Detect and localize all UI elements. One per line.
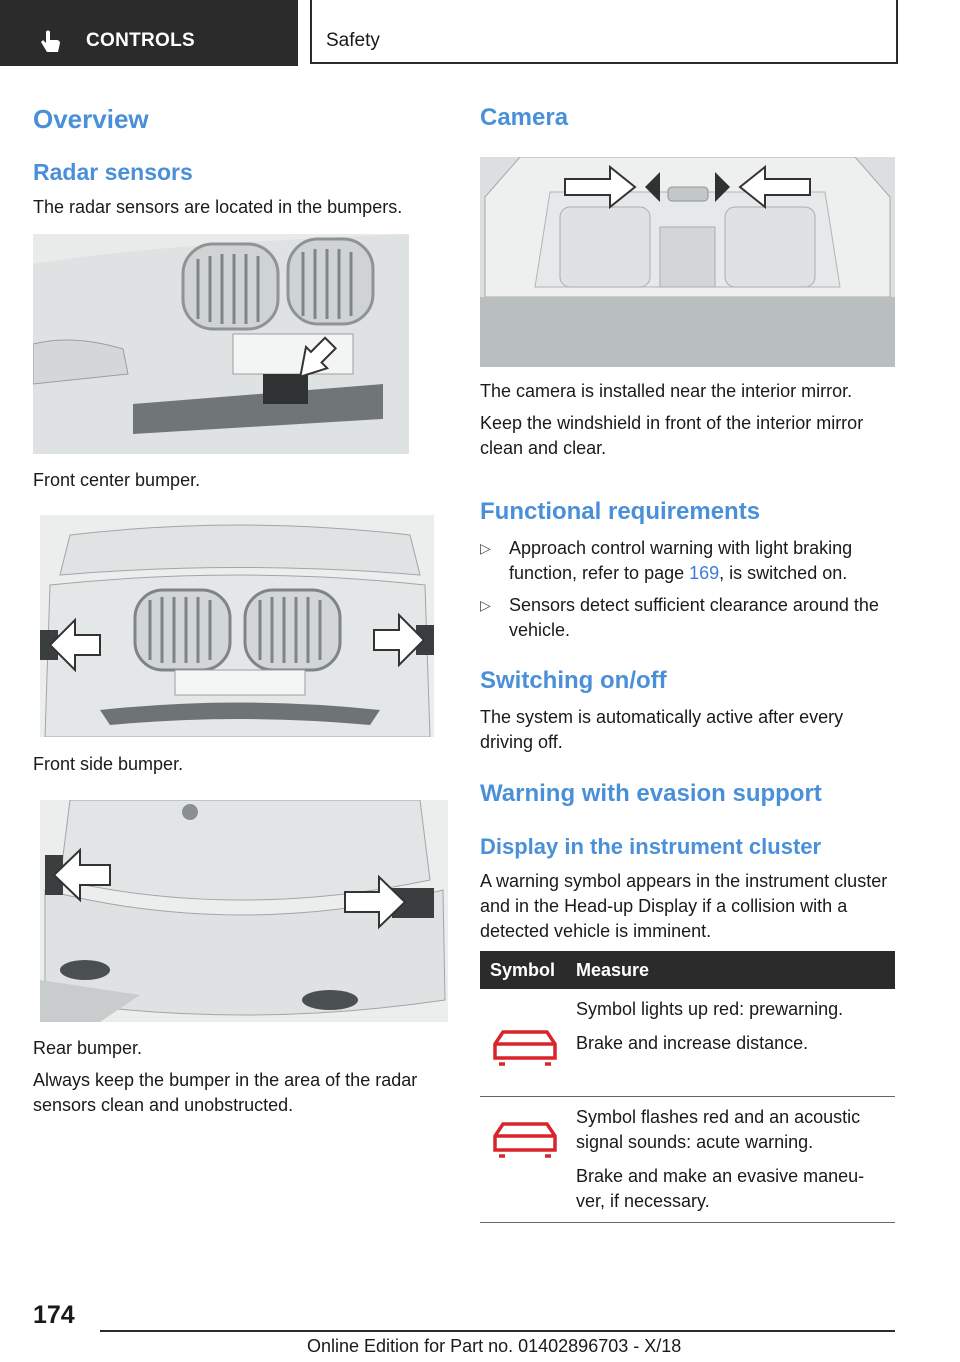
car-warning-icon bbox=[493, 1030, 557, 1066]
col-symbol-header: Symbol bbox=[490, 959, 556, 980]
caption-rear: Rear bumper. bbox=[33, 1038, 143, 1058]
radar-intro-text: The radar sensors are located in the bum… bbox=[33, 197, 403, 217]
page-number: 174 bbox=[33, 1301, 75, 1329]
front-center-bumper-image bbox=[33, 234, 409, 454]
page-header: CONTROLS Safety bbox=[0, 0, 960, 66]
measure-line: Symbol lights up red: prewarning. bbox=[576, 999, 844, 1019]
caption-front-center: Front center bumper. bbox=[33, 470, 201, 490]
measure-line: Brake and increase distance. bbox=[576, 1033, 809, 1053]
symbol-measure-table: Symbol Measure Symbol lights up red: pre… bbox=[480, 951, 895, 1223]
camera-text-1: The camera is installed near the interio… bbox=[480, 381, 853, 401]
measure-line: Symbol flashes red and an acoustic signa… bbox=[576, 1107, 861, 1152]
switching-heading: Switching on/off bbox=[480, 667, 667, 694]
chapter-tab-safety[interactable]: Safety bbox=[310, 0, 898, 64]
table-row: Symbol flashes red and an acoustic signa… bbox=[480, 1097, 895, 1223]
list-item: ▷ Sensors detect sufficient clearance ar… bbox=[480, 595, 879, 640]
section-tab-label: CONTROLS bbox=[86, 30, 196, 51]
table-header-row: Symbol Measure bbox=[480, 951, 895, 989]
bullet-triangle-icon: ▷ bbox=[480, 540, 491, 556]
overview-heading: Overview bbox=[33, 104, 149, 134]
bullet-triangle-icon: ▷ bbox=[480, 597, 491, 613]
radar-sensors-heading: Radar sensors bbox=[33, 159, 193, 185]
camera-location-image bbox=[480, 157, 895, 367]
page-link-169[interactable]: 169 bbox=[689, 563, 720, 583]
display-cluster-text: A warning symbol appears in the instrume… bbox=[480, 871, 888, 941]
list-item: ▷ Approach control warning with light br… bbox=[480, 538, 853, 583]
warning-evasion-heading: Warning with evasion support bbox=[480, 780, 822, 807]
functional-requirements-heading: Functional requirements bbox=[480, 498, 761, 525]
rear-bumper-image bbox=[40, 800, 448, 1022]
caption-front-side: Front side bumper. bbox=[33, 754, 184, 774]
camera-text-2: Keep the windshield in front of the inte… bbox=[480, 413, 864, 458]
camera-heading: Camera bbox=[480, 104, 569, 131]
table-row: Symbol lights up red: prewarning. Brake … bbox=[480, 989, 895, 1097]
car-warning-icon bbox=[493, 1122, 557, 1158]
chapter-tab-label: Safety bbox=[326, 30, 380, 51]
col-measure-header: Measure bbox=[576, 959, 650, 980]
footer-edition-text: Online Edition for Part no. 01402896703 … bbox=[307, 1336, 682, 1356]
measure-line: Brake and make an evasive maneu-ver, if … bbox=[576, 1166, 865, 1211]
rear-note-text: Always keep the bumper in the area of th… bbox=[33, 1070, 418, 1115]
section-tab-controls[interactable]: CONTROLS bbox=[0, 0, 298, 66]
front-side-bumper-image bbox=[40, 515, 434, 737]
hand-pointer-icon bbox=[41, 30, 60, 52]
footer-divider bbox=[100, 1330, 895, 1332]
display-cluster-heading: Display in the instrument cluster bbox=[480, 834, 822, 859]
switching-text: The system is automatically active after… bbox=[480, 707, 844, 752]
